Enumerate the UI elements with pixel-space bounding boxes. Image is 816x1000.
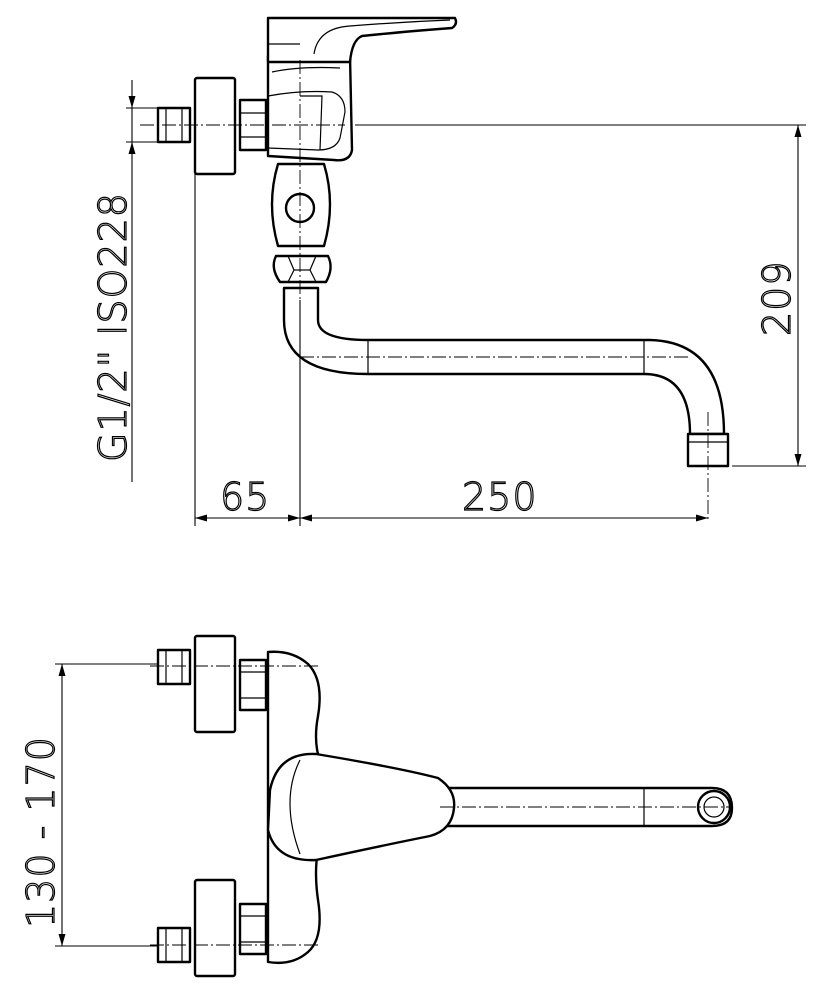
side-view	[140, 16, 730, 520]
top-view	[150, 634, 734, 978]
side-view-dimensions: G1/2" ISO228 209 65 250	[90, 80, 806, 526]
top-lever-handle	[266, 752, 456, 862]
spout-height-label: 209	[755, 260, 799, 336]
top-lower-inlet	[156, 878, 268, 978]
top-view-dimensions: 130 - 170	[18, 663, 158, 947]
spout-reach-label: 250	[462, 475, 538, 519]
side-wall-rosette	[193, 76, 237, 176]
side-swivel-housing	[270, 162, 332, 248]
side-spout-nut	[272, 254, 332, 284]
spacing-label: 130 - 170	[19, 736, 63, 928]
side-lever-handle	[266, 16, 458, 64]
top-upper-inlet	[156, 634, 268, 734]
side-spout-tube	[282, 286, 726, 436]
thread-label: G1/2" ISO228	[91, 192, 135, 462]
wall-offset-label: 65	[220, 475, 270, 519]
side-mixer-body	[266, 54, 354, 162]
